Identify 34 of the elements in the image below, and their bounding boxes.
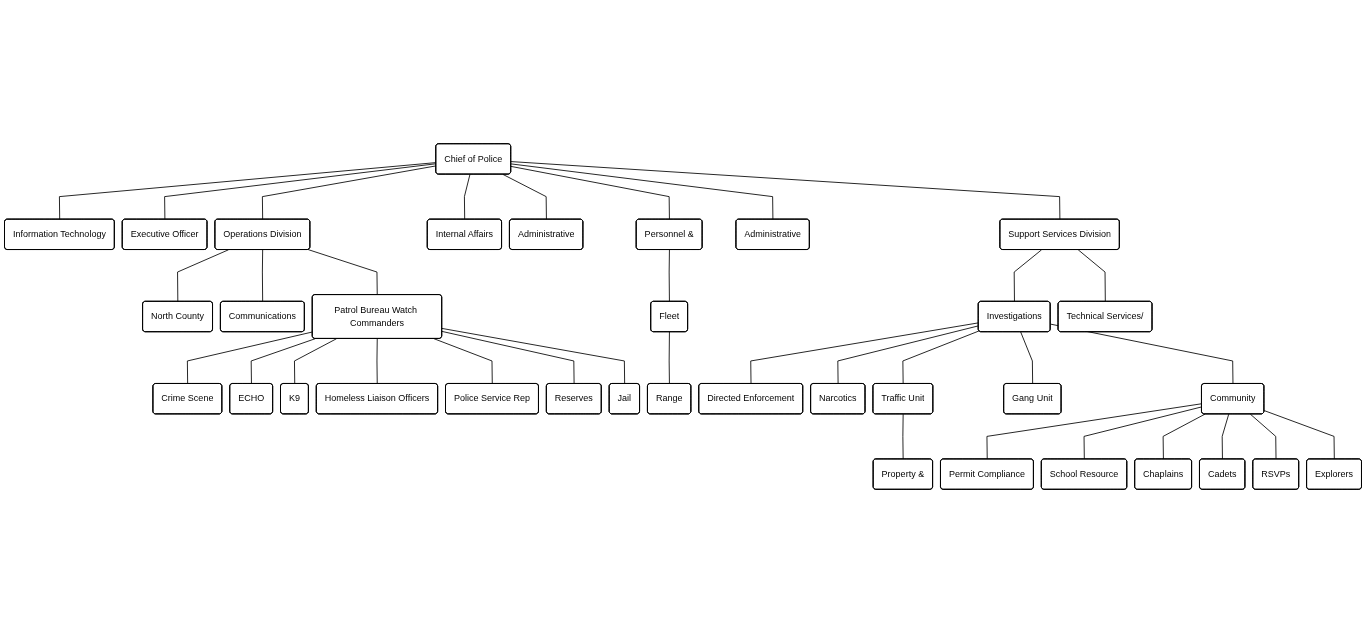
connector [1249, 413, 1277, 460]
connector [294, 338, 337, 385]
connector [902, 330, 980, 385]
connector [1083, 406, 1203, 460]
connector [986, 403, 1203, 460]
connector [1050, 323, 1234, 385]
connector [1077, 249, 1106, 302]
connector [307, 249, 378, 296]
connector [510, 161, 1061, 220]
connector [1020, 331, 1034, 385]
connector [164, 163, 437, 220]
connector [502, 173, 547, 220]
connector [376, 338, 378, 385]
connector [59, 162, 437, 220]
connector [837, 325, 979, 385]
connector [186, 331, 313, 385]
connector [1013, 249, 1042, 302]
connector [261, 249, 264, 302]
connector [510, 163, 774, 220]
connector [250, 338, 316, 385]
connector [441, 330, 575, 385]
connector [750, 322, 979, 385]
connector [1221, 413, 1230, 460]
connector [902, 413, 904, 460]
connector [1162, 413, 1206, 460]
connector [668, 331, 670, 385]
connector [510, 166, 670, 220]
connector [1263, 410, 1335, 460]
connector [261, 165, 437, 220]
connector [441, 328, 626, 385]
connector [433, 338, 493, 385]
connector [668, 249, 670, 302]
connector [177, 249, 229, 302]
connector [464, 173, 471, 220]
